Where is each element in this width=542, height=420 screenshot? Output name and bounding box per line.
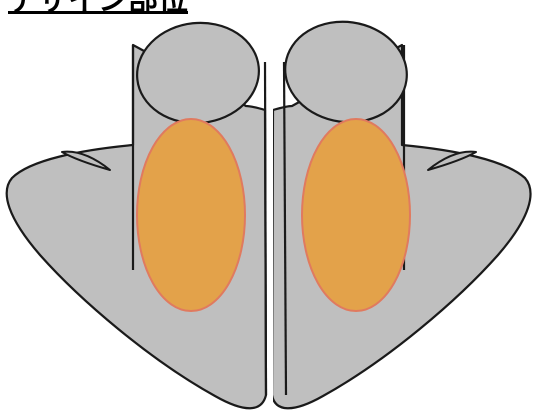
left-inner-edge <box>265 62 266 395</box>
left-tabi-sock <box>7 17 266 408</box>
right-tabi-sock <box>272 14 531 408</box>
right-design-area <box>302 119 410 311</box>
left-design-area <box>137 119 245 311</box>
